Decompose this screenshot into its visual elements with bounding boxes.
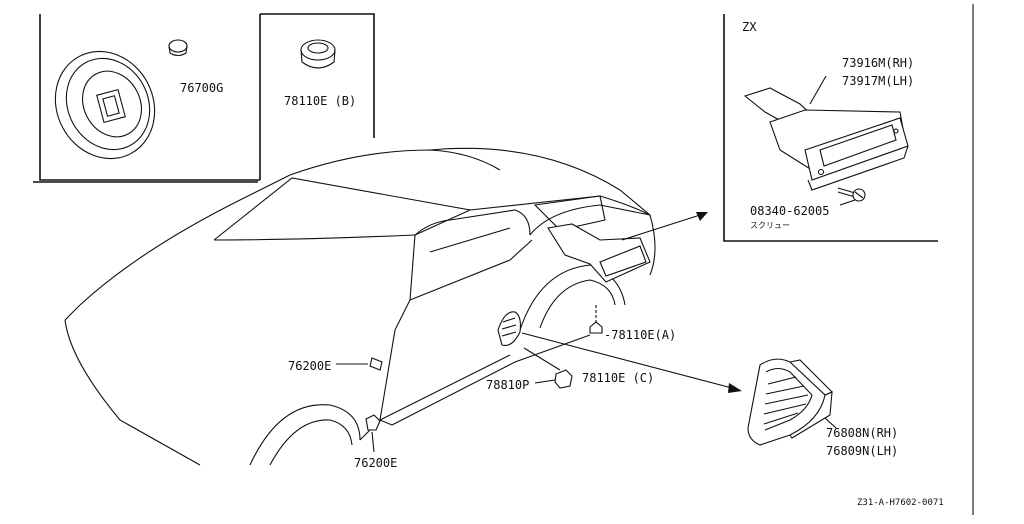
part-label-76700G: 76700G <box>180 81 223 95</box>
leader-screw <box>839 199 856 206</box>
part-label-78110E-A: -78110E(A) <box>604 328 676 342</box>
grommet-78110E-B-drawing <box>300 39 336 69</box>
callout-78110E-A: -78110E(A) <box>589 305 676 342</box>
part-label-73916M: 73916M(RH) <box>842 56 914 70</box>
inset-left-frame <box>39 14 260 181</box>
reference-code: Z31-A-H7602-0071 <box>857 498 944 508</box>
variant-label: ZX <box>742 20 757 34</box>
inset-right: ZX 73916M(RH) 73917M(LH) 08340-62005 スクリ… <box>723 14 938 242</box>
screw-drawing <box>837 187 866 202</box>
part-label-76200E-lower: 76200E <box>354 456 397 470</box>
air-duct-drawing <box>743 87 909 191</box>
part-label-78810P: 78810P <box>486 378 529 392</box>
side-vent-garnish-drawing <box>747 358 833 446</box>
part-label-78110E-B: 78110E (B) <box>284 94 356 108</box>
callout-78110E-C: 78110E (C) <box>582 371 654 385</box>
plug-76700G-drawing <box>168 39 188 57</box>
part-label-78110E-C: 78110E (C) <box>582 371 654 385</box>
part-label-76809N: 76809N(LH) <box>826 444 898 458</box>
part-label-08340: 08340-62005 <box>750 204 829 218</box>
callout-78810P: 78810P <box>486 347 573 392</box>
part-sublabel-screw: スクリュー <box>750 221 790 230</box>
callout-76200E-lower: 76200E <box>354 414 397 470</box>
inset-left: 76700G 78110E (B) <box>33 13 375 183</box>
leader-duct <box>809 75 827 105</box>
inset-left-frame-right <box>260 13 375 138</box>
part-label-76200E-upper: 76200E <box>288 359 331 373</box>
callout-76200E-upper: 76200E <box>288 357 383 373</box>
leader-garnish <box>824 417 837 429</box>
inset-right-frame <box>723 14 938 242</box>
part-label-76808N: 76808N(RH) <box>826 426 898 440</box>
pointer-arrows <box>521 212 742 393</box>
spare-tire-drawing <box>54 50 156 160</box>
part-label-73917M: 73917M(LH) <box>842 74 914 88</box>
car-body-drawing <box>64 147 656 466</box>
